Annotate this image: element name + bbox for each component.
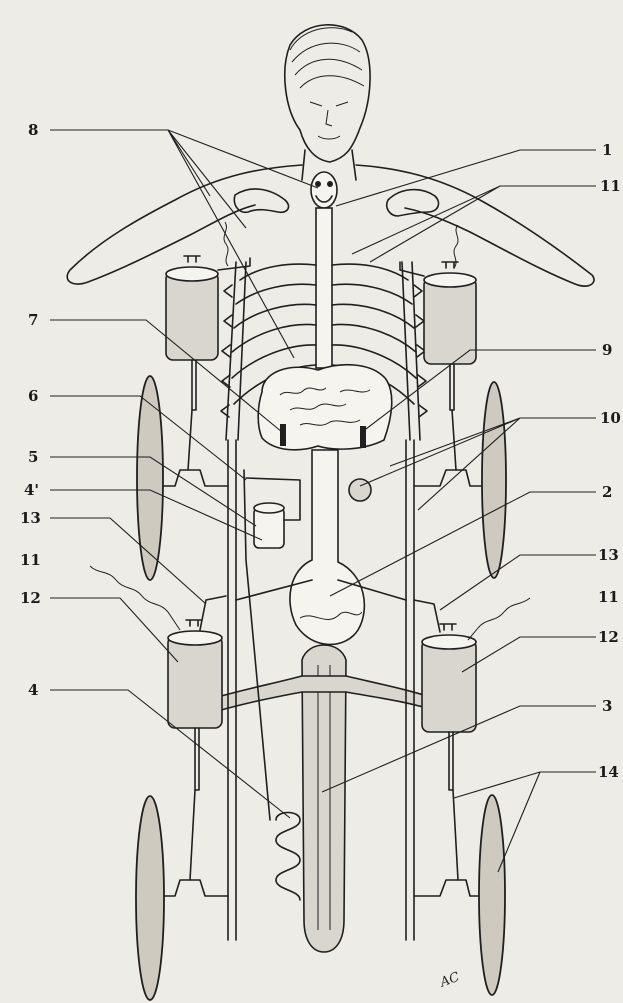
right-hand bbox=[387, 190, 439, 216]
right-arm bbox=[356, 165, 594, 286]
label-12-right: 12 bbox=[598, 628, 619, 646]
label-1: 1 bbox=[602, 141, 612, 159]
wheel-lower-right bbox=[479, 795, 505, 995]
label-5: 5 bbox=[28, 448, 38, 466]
cooling-coil bbox=[276, 813, 300, 901]
head bbox=[285, 25, 370, 162]
lower-right-cylinder bbox=[422, 640, 476, 732]
reservoir-5-cap bbox=[254, 503, 284, 513]
face-features bbox=[310, 102, 348, 139]
artist-signature: AC bbox=[437, 970, 461, 991]
mouth-eye-right bbox=[327, 181, 333, 187]
label-13-left: 13 bbox=[20, 509, 41, 527]
wheel-upper-right bbox=[482, 382, 506, 578]
lower-left-cylinder bbox=[168, 636, 222, 728]
label-4-prime: 4' bbox=[24, 481, 39, 499]
hair bbox=[290, 28, 364, 88]
label-10: 10 bbox=[600, 409, 621, 427]
label-4: 4 bbox=[28, 681, 38, 699]
esophagus bbox=[316, 208, 332, 368]
left-rib-frame bbox=[226, 262, 246, 440]
nerve-13-left bbox=[200, 596, 226, 630]
wheel-upper-left bbox=[137, 376, 163, 580]
left-arm bbox=[67, 165, 302, 284]
left-shoulder-wire bbox=[224, 222, 228, 266]
right-rib-frame bbox=[402, 262, 420, 440]
upper-left-cylinder bbox=[166, 272, 218, 360]
label-11-right: 11 bbox=[598, 588, 619, 606]
label-7: 7 bbox=[28, 311, 38, 329]
lung-liver-organ bbox=[258, 365, 392, 450]
wheel-lower-left bbox=[136, 796, 164, 1000]
label-2: 2 bbox=[602, 483, 612, 501]
label-9: 9 bbox=[602, 341, 612, 359]
label-6: 6 bbox=[28, 387, 38, 405]
label-14: 14 bbox=[598, 763, 619, 781]
label-11-left: 11 bbox=[20, 551, 41, 569]
label-3: 3 bbox=[602, 697, 612, 715]
reservoir-5 bbox=[254, 508, 284, 548]
organ-pin-left bbox=[280, 424, 286, 446]
label-11-top: 11 bbox=[600, 177, 621, 195]
nerve-13-right bbox=[414, 600, 440, 632]
label-8: 8 bbox=[28, 121, 38, 139]
stomach bbox=[290, 450, 364, 644]
mouth-mechanism bbox=[311, 172, 337, 208]
organ-mass bbox=[258, 365, 392, 450]
label-12-left: 12 bbox=[20, 589, 41, 607]
mouth-eye-left bbox=[315, 181, 321, 187]
label-13-right: 13 bbox=[598, 546, 619, 564]
